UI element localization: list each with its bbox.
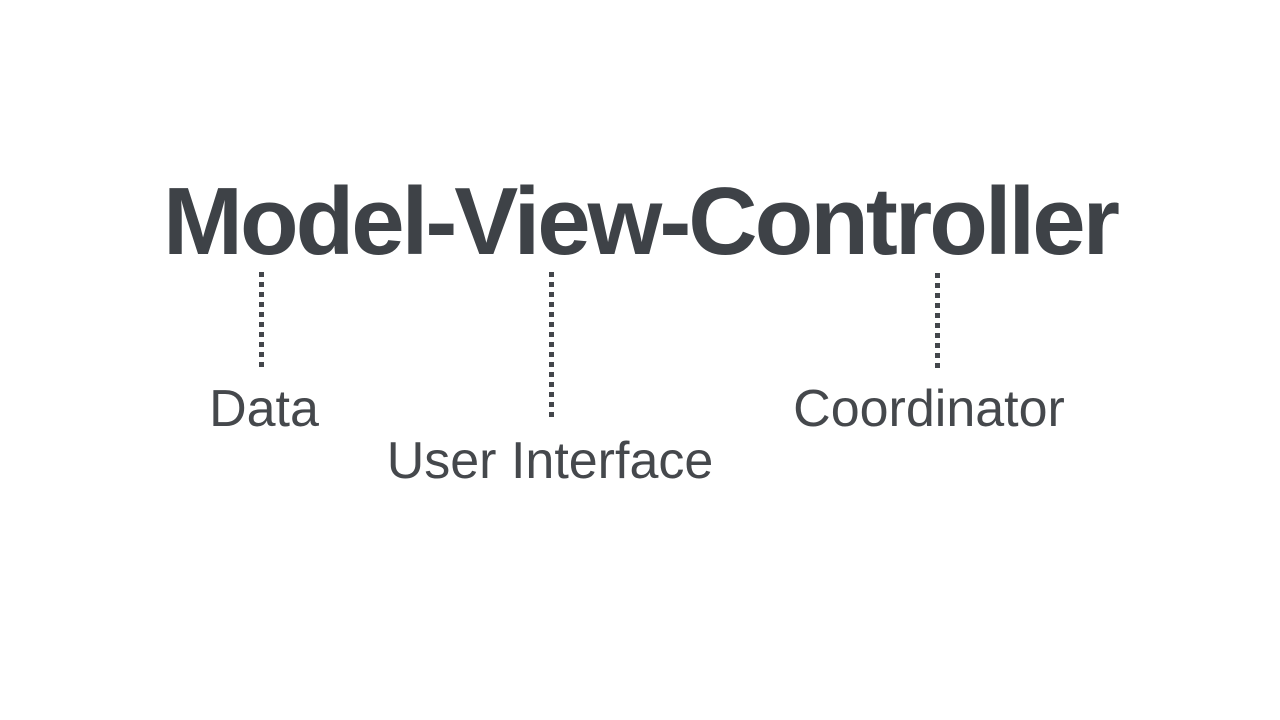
label-view-user-interface: User Interface <box>386 432 714 490</box>
label-model-data: Data <box>209 380 319 438</box>
slide-title: Model-View-Controller <box>163 168 1120 275</box>
dotted-connector-view <box>549 272 554 417</box>
dotted-connector-model <box>259 272 264 367</box>
label-controller-coordinator: Coordinator <box>793 380 1065 438</box>
dotted-connector-controller <box>935 273 940 368</box>
